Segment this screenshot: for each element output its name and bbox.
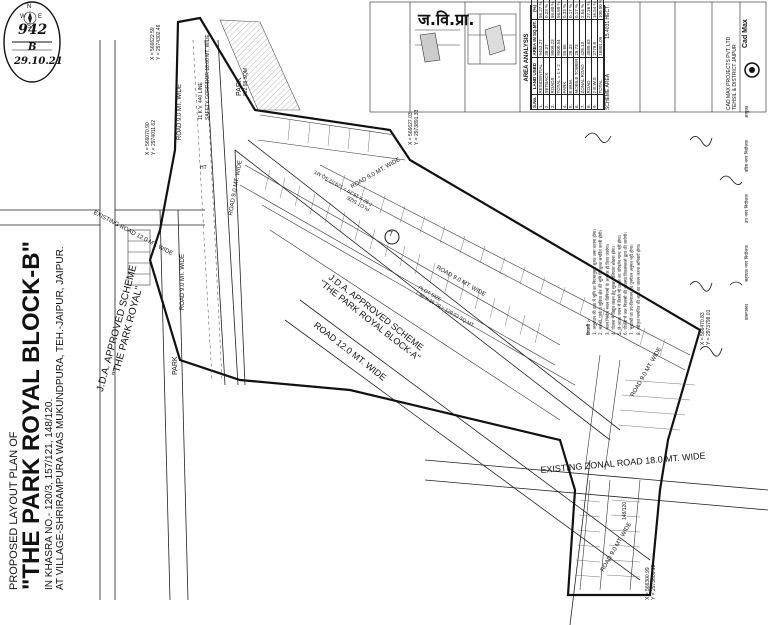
- coord-left: X = 566070.90 Y = 2974011.62: [145, 120, 157, 155]
- park-top-area: 882.98 SQM: [243, 67, 249, 96]
- area-cell: 27.26 %: [585, 0, 592, 20]
- khasra-148: 148/120: [622, 501, 628, 520]
- title-line-3: IN KHASRA NO.- 120/3, 157/121, 148/120.: [44, 398, 55, 590]
- area-cell: MOBILE TOWER: [573, 57, 580, 95]
- area-scheme-row: SCHEME AREA 15.4031 HECT.: [604, 5, 611, 110]
- plot-size-2-a: PLOT SIZE: [417, 285, 443, 303]
- area-cell: 56.27 %: [537, 0, 544, 20]
- coord-mid: X = 566627.03 Y = 2973891.33: [408, 110, 420, 145]
- area-cell: 56.60 %: [549, 0, 556, 20]
- sig-label-4: वरिष्ठ नगर नियोजक: [745, 139, 750, 173]
- area-col-header: S.No.: [531, 94, 538, 110]
- park-hatch: [219, 19, 301, 111]
- area-scheme-value: 15.4031 HECT.: [605, 5, 611, 39]
- jda-scheme-center: J.D.A. APPROVED SCHEME "THE PARK ROYAL B…: [317, 270, 429, 363]
- compass-w: W: [20, 14, 26, 20]
- stamp-letter: B: [28, 42, 37, 53]
- area-scheme-label: SCHEME AREA: [605, 73, 611, 110]
- coord-left-y: Y = 2974011.62: [151, 120, 157, 155]
- signature-labels: प्रारूपकार सहायक नगर नियोजक उप नगर नियोज…: [744, 106, 750, 320]
- sig-label-2: सहायक नगर नियोजक: [745, 245, 750, 282]
- company-logo: [744, 62, 760, 78]
- area-cell: 100.00 %: [597, 0, 604, 20]
- jvp-stamp: ज.वि.प्रा.: [418, 10, 475, 29]
- safety-corridor: SAFETY CORRIDOR 18.00 MT. WIDE: [205, 34, 211, 120]
- jda-center-line-2: "THE PARK ROYAL BLOCK-A": [317, 277, 423, 363]
- plot-size-2: PLOT SIZE 7.92 X 16.29 = 129.02 SQ.MT.: [414, 285, 478, 329]
- area-cell: TOTAL: [597, 57, 604, 95]
- ht-line: [192, 39, 223, 381]
- area-col-header: AREA IN SQ.MT.: [531, 19, 538, 58]
- note-item: 8. स्वीकृत मानचित्र की शर्तों का पालन कर…: [635, 243, 641, 335]
- coord-top: X = 566622.59 Y = 2974302.46: [150, 25, 162, 60]
- road-9-upper: ROAD 9.0 MT. WIDE: [350, 156, 402, 191]
- area-cell: 56.50 %: [555, 0, 562, 20]
- plot-size-1-b: 7.92 X 16.29 = 129.02 SQ.MT.: [312, 167, 374, 207]
- ht-label: HT: [200, 165, 207, 171]
- stamp-number: 942: [18, 22, 48, 38]
- road-9-left-a: ROAD 9.0 MT. WIDE: [177, 83, 183, 140]
- kv-line-label: 11 K.V. 440 LINE: [198, 82, 204, 120]
- coord-bottom-y: Y = 2973600.19: [651, 564, 657, 600]
- notes-list: 1. अनुमोदन की दशा में भूमि का नियमानुसार…: [592, 125, 642, 335]
- area-cell: 16801.09: [597, 19, 604, 58]
- coord-right-y: Y = 2973798.01: [706, 309, 712, 345]
- plot-size-2-b: 7.92 X 16.29 = 129.02 SQ.MT.: [414, 290, 476, 330]
- park-left-label: PARK: [172, 356, 179, 375]
- sig-label-5: आयुक्त: [745, 105, 750, 118]
- notes-block: टिप्पणी :- 1. अनुमोदन की दशा में भूमि का…: [586, 125, 642, 335]
- approval-stamp-circle: [3, 1, 61, 83]
- coord-right: X = 566470.83 Y = 2973798.01: [700, 310, 712, 345]
- compass-e: E: [38, 14, 43, 20]
- scheme-boundary: [148, 16, 702, 597]
- entry-marker: [384, 229, 400, 245]
- sig-label-1: प्रारूपकार: [745, 303, 750, 320]
- road-9-left-b: ROAD 9.0 MT. WIDE: [180, 253, 186, 310]
- jda-scheme-left: J.D.A. APPROVED SCHEME "THE PARK ROYAL": [95, 264, 150, 396]
- plot-size-1: PLOT SIZE 7.92 X 16.29 = 129.02 SQ.MT.: [310, 168, 374, 212]
- title-line-4: AT VILLAGE-SHRIRAMPURA WAS MUKUNDPURA, T…: [55, 246, 66, 590]
- area-cell: 16.54 %: [591, 0, 598, 20]
- company-name: Cad Max: [742, 19, 749, 48]
- park-top-name: PARK: [236, 77, 243, 96]
- zonal-road: EXISTING ZONAL ROAD 18.0 MT. WIDE: [540, 450, 706, 475]
- stamp-date: 29.10.21: [14, 56, 63, 67]
- title-block: PROPOSED LAYOUT PLAN OF "THE PARK ROYAL …: [8, 241, 66, 590]
- coord-bottom: X = 566300.99 Y = 2973600.19: [645, 565, 657, 600]
- road-9-lower: ROAD 9.0 MT. WIDE: [600, 521, 634, 573]
- legend-frame: [369, 1, 767, 113]
- road-9-mid: ROAD 9.0 MT. WIDE: [435, 265, 487, 299]
- coord-top-y: Y = 2974302.46: [156, 24, 162, 60]
- road-existing-12: EXISTING ROAD 12.0 MT. WIDE: [92, 210, 174, 258]
- signature-marks: [584, 132, 743, 357]
- sig-label-3: उप नगर नियोजक: [745, 194, 750, 224]
- coord-mid-y: Y = 2973891.33: [414, 109, 420, 145]
- plot-rows: [239, 114, 691, 591]
- key-plan: [415, 13, 517, 65]
- area-heading: AREA ANALYSIS: [524, 5, 531, 110]
- area-cell: [597, 94, 604, 110]
- entry-marker-label: 7: [389, 231, 393, 238]
- company-addr: TEHSIL & DISTRICT JAIPUR: [732, 44, 738, 110]
- road-9-left-c: ROAD 9.0 MT. WIDE: [228, 159, 244, 217]
- title-line-2: "THE PARK ROYAL BLOCK-B": [18, 241, 45, 590]
- park-top-label: PARK 882.98 SQM: [236, 68, 249, 96]
- north-arrow: [23, 11, 37, 25]
- compass-s: S: [27, 24, 32, 30]
- compass-n: N: [27, 4, 32, 10]
- road-9-right: ROAD 9.0 MT. WIDE: [630, 346, 664, 398]
